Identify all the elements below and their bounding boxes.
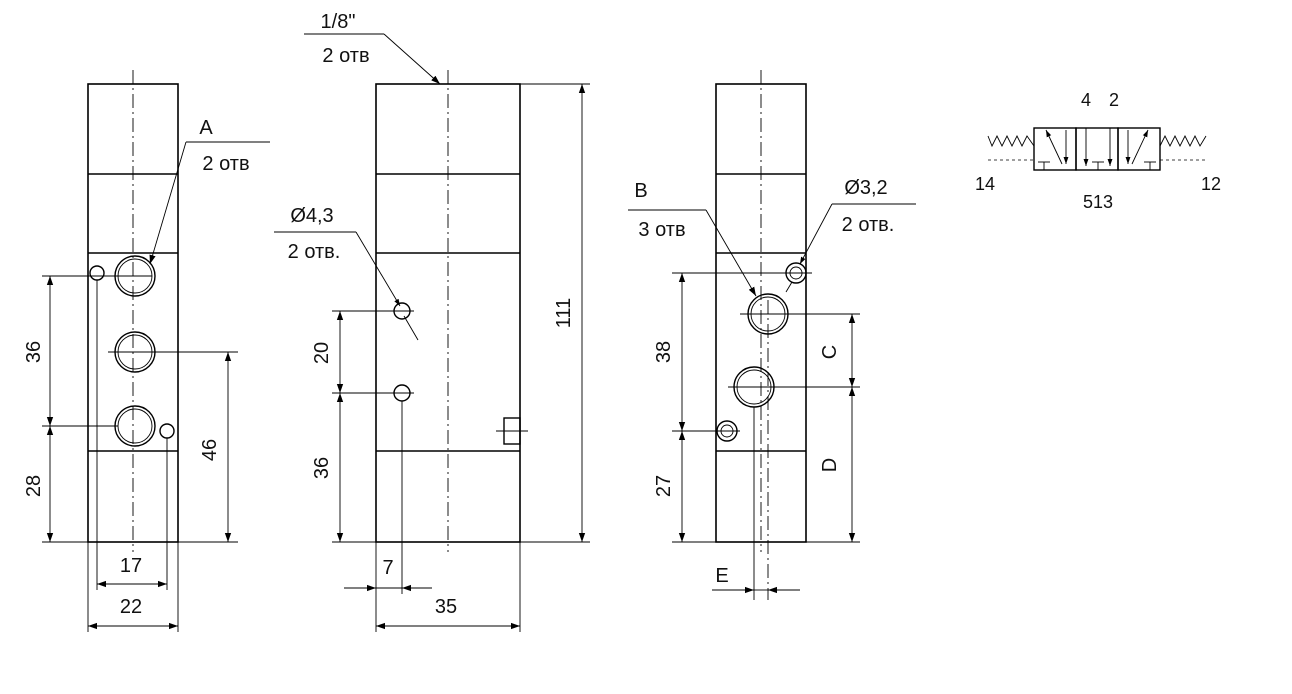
port-4: 4 — [1081, 90, 1091, 110]
port-14: 14 — [975, 174, 995, 194]
dim-7: 7 — [382, 557, 393, 579]
view-right: B 3 отв Ø3,2 2 отв. 38 27 C D E — [628, 70, 916, 600]
spring-left — [987, 134, 1035, 148]
dim-d: D — [819, 458, 841, 472]
dim-36-front: 36 — [311, 457, 333, 479]
label-d32-holes: 2 отв. — [842, 214, 895, 236]
dim-28: 28 — [23, 475, 45, 497]
label-b: B — [634, 180, 647, 202]
spring-right — [1159, 134, 1207, 148]
label-a: A — [199, 117, 213, 139]
dim-38: 38 — [653, 341, 675, 363]
symbol-cell-right — [1117, 127, 1161, 171]
dim-22: 22 — [120, 596, 142, 618]
port-middle — [108, 331, 238, 373]
label-d43-holes: 2 отв. — [288, 241, 341, 263]
pneumatic-symbol: 4 2 14 12 513 — [975, 90, 1221, 212]
view-left: A 2 отв 36 28 46 17 22 — [23, 70, 270, 632]
dim-17: 17 — [120, 555, 142, 577]
label-thread: 1/8" — [321, 11, 356, 33]
label-thread-holes: 2 отв — [322, 45, 369, 67]
dim-e: E — [715, 565, 728, 587]
label-d32: Ø3,2 — [844, 177, 887, 199]
label-b-holes: 3 отв — [638, 219, 685, 241]
label-a-holes: 2 отв — [202, 153, 249, 175]
view-front: 1/8" 2 отв Ø4,3 2 отв. 20 36 111 7 35 — [274, 11, 590, 632]
symbol-cell-middle — [1075, 127, 1119, 171]
dim-35: 35 — [435, 596, 457, 618]
port-513: 513 — [1083, 192, 1113, 212]
port-2: 2 — [1109, 90, 1119, 110]
dim-46: 46 — [199, 439, 221, 461]
port-12: 12 — [1201, 174, 1221, 194]
dim-c: C — [819, 345, 841, 359]
dim-111: 111 — [553, 298, 575, 328]
dim-20: 20 — [311, 342, 333, 364]
dim-36-left: 36 — [23, 341, 45, 363]
label-d43: Ø4,3 — [290, 205, 333, 227]
dim-27: 27 — [653, 475, 675, 497]
